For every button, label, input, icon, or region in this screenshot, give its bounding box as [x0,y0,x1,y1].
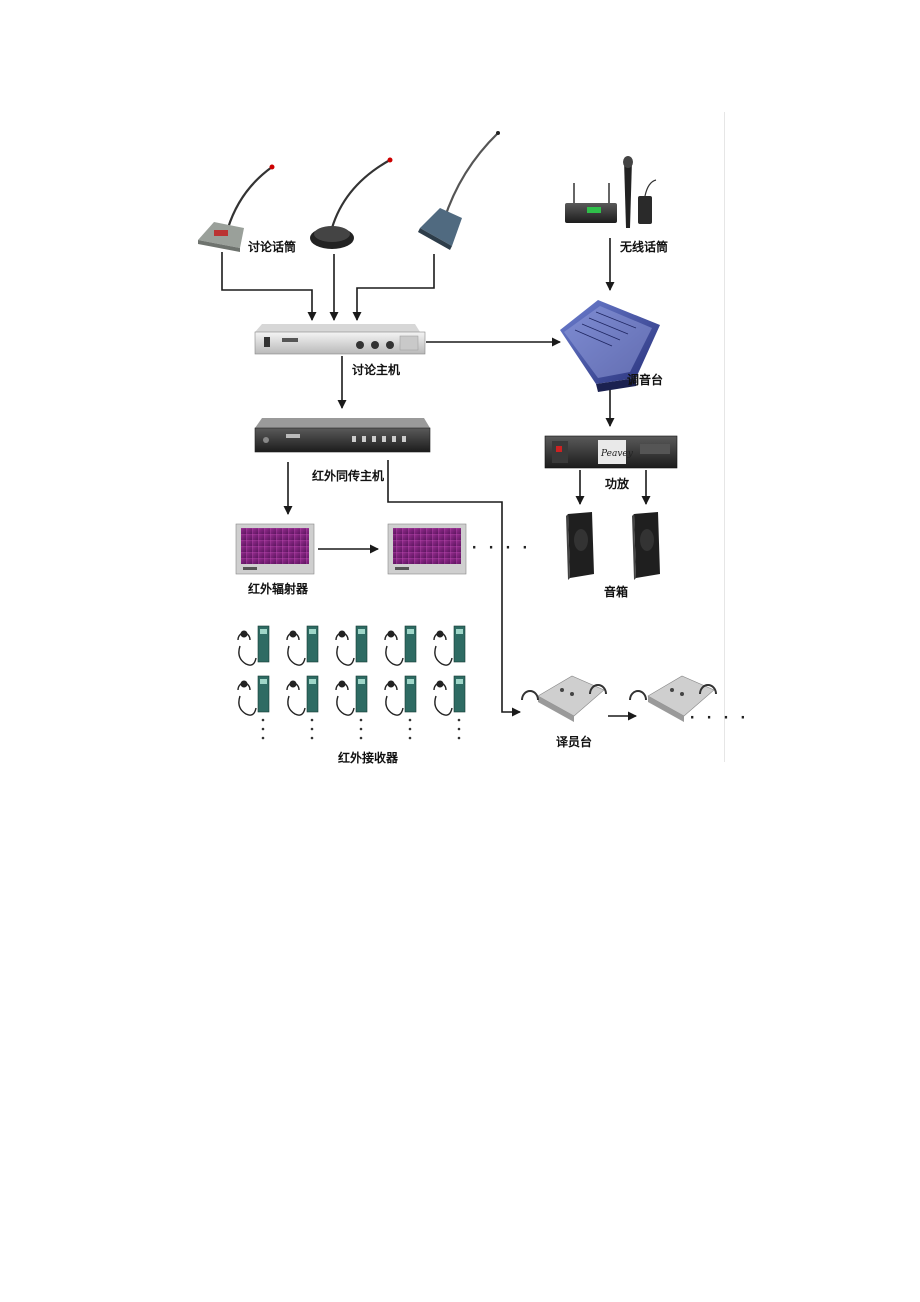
receiver-continuation-dot [310,718,314,722]
receiver-continuation-dot [457,727,461,731]
ir-receiver [335,625,368,666]
wire-mic1-to-host [221,252,317,321]
ir-radiator-label: 红外辐射器 [248,581,309,596]
connections [221,238,651,721]
ir-receiver [335,675,368,716]
discussion-microphone-3 [418,131,500,250]
ir-receiver [286,625,319,666]
mixer-label: 调音台 [627,372,663,387]
ir-receiver [384,625,417,666]
discussion-host-unit [254,324,426,355]
ir-receiver-grid [237,625,466,740]
discussion-host-label: 讨论主机 [352,362,400,377]
receiver-continuation-dot [408,727,412,731]
wire-irhost-to-interpreter [387,460,521,717]
ir-receiver-label: 红外接收器 [338,750,399,765]
ir-receiver [237,625,270,666]
speakers-label: 音箱 [604,584,628,599]
receiver-continuation-dot [457,736,461,740]
amplifier-label: 功放 [605,476,630,491]
discussion-microphone-2 [310,157,393,249]
receiver-continuation-dot [408,736,412,740]
amplifier-unit: Peavey [544,435,678,469]
ir-receiver [237,675,270,716]
receiver-continuation-dot [261,736,265,740]
interpreter-continuation: · · · · [688,710,747,726]
discussion-microphone-1 [198,164,275,252]
wireless-microphone-set [565,156,657,228]
ir-receiver [433,625,466,666]
ir-receiver [384,675,417,716]
receiver-continuation-dot [310,736,314,740]
wire-mic3-to-host [352,254,435,321]
receiver-continuation-dot [408,718,412,722]
speaker-right [632,512,660,580]
ir-receiver [286,675,319,716]
ir-radiator-1 [235,523,315,575]
ir-host-unit [254,418,431,453]
interpreter-desk-1 [521,675,607,722]
ir-host-label: 红外同传主机 [312,468,384,483]
discussion-mic-label: 讨论话筒 [248,239,296,254]
receiver-continuation-dot [359,727,363,731]
wireless-mic-label: 无线话筒 [619,239,668,254]
radiator-continuation: · · · · [470,540,529,556]
speaker-left [566,512,594,580]
svg-text:Peavey: Peavey [600,449,634,459]
receiver-continuation-dot [359,736,363,740]
ir-radiator-2 [387,523,467,575]
receiver-continuation-dot [457,718,461,722]
receiver-continuation-dot [310,727,314,731]
ir-receiver [433,675,466,716]
receiver-continuation-dot [261,727,265,731]
mixer-console [560,300,660,392]
interpreter-desk-label: 译员台 [556,734,592,749]
receiver-continuation-dot [261,718,265,722]
receiver-continuation-dot [359,718,363,722]
interpreter-desk-2 [629,675,717,722]
